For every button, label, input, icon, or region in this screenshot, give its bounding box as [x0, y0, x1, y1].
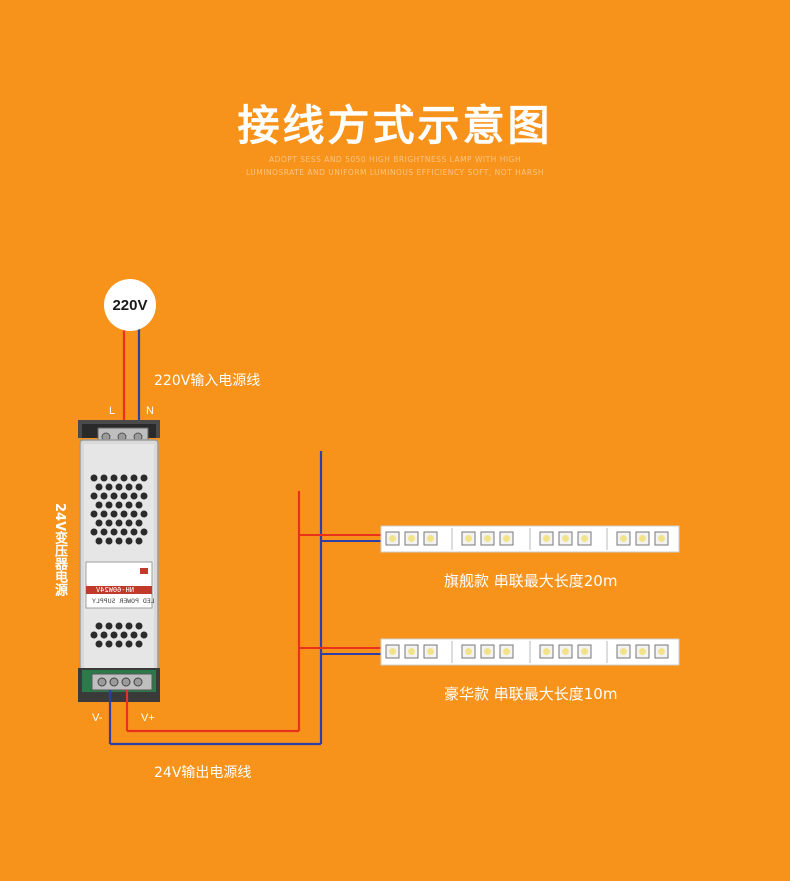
subtitle-line-2: LUMINOSRATE AND UNIFORM LUMINOUS EFFICIE…: [245, 168, 545, 177]
input-cable-label: 220V输入电源线: [154, 373, 261, 389]
led-strip-2: [380, 638, 680, 666]
terminal-vplus-label: V+: [141, 712, 155, 724]
subtitle-line-1: ADOPT SESS AND 5050 HIGH BRIGHTNESS LAMP…: [268, 155, 521, 164]
terminal-l-label: L: [109, 405, 116, 417]
terminal-n-label: N: [146, 405, 154, 417]
power-supply-unit: [78, 420, 160, 702]
terminal-vminus-label: V-: [92, 712, 103, 724]
psu-model-text: NH-60W24V: [96, 586, 134, 594]
page-title: 接线方式示意图: [237, 101, 553, 150]
output-cable-label: 24V输出电源线: [154, 765, 252, 781]
strip-2-label: 豪华款 串联最大长度10m: [444, 685, 618, 703]
ac-source-circle: 220V: [104, 279, 156, 331]
led-strip-1: [380, 525, 680, 553]
psu-vertical-label: 24V变压器电源: [52, 503, 67, 597]
psu-vent-holes: [90, 474, 148, 648]
psu-brand-text: LED POWER SUPPLY: [92, 597, 155, 605]
strip-1-label: 旗舰款 串联最大长度20m: [444, 572, 618, 590]
